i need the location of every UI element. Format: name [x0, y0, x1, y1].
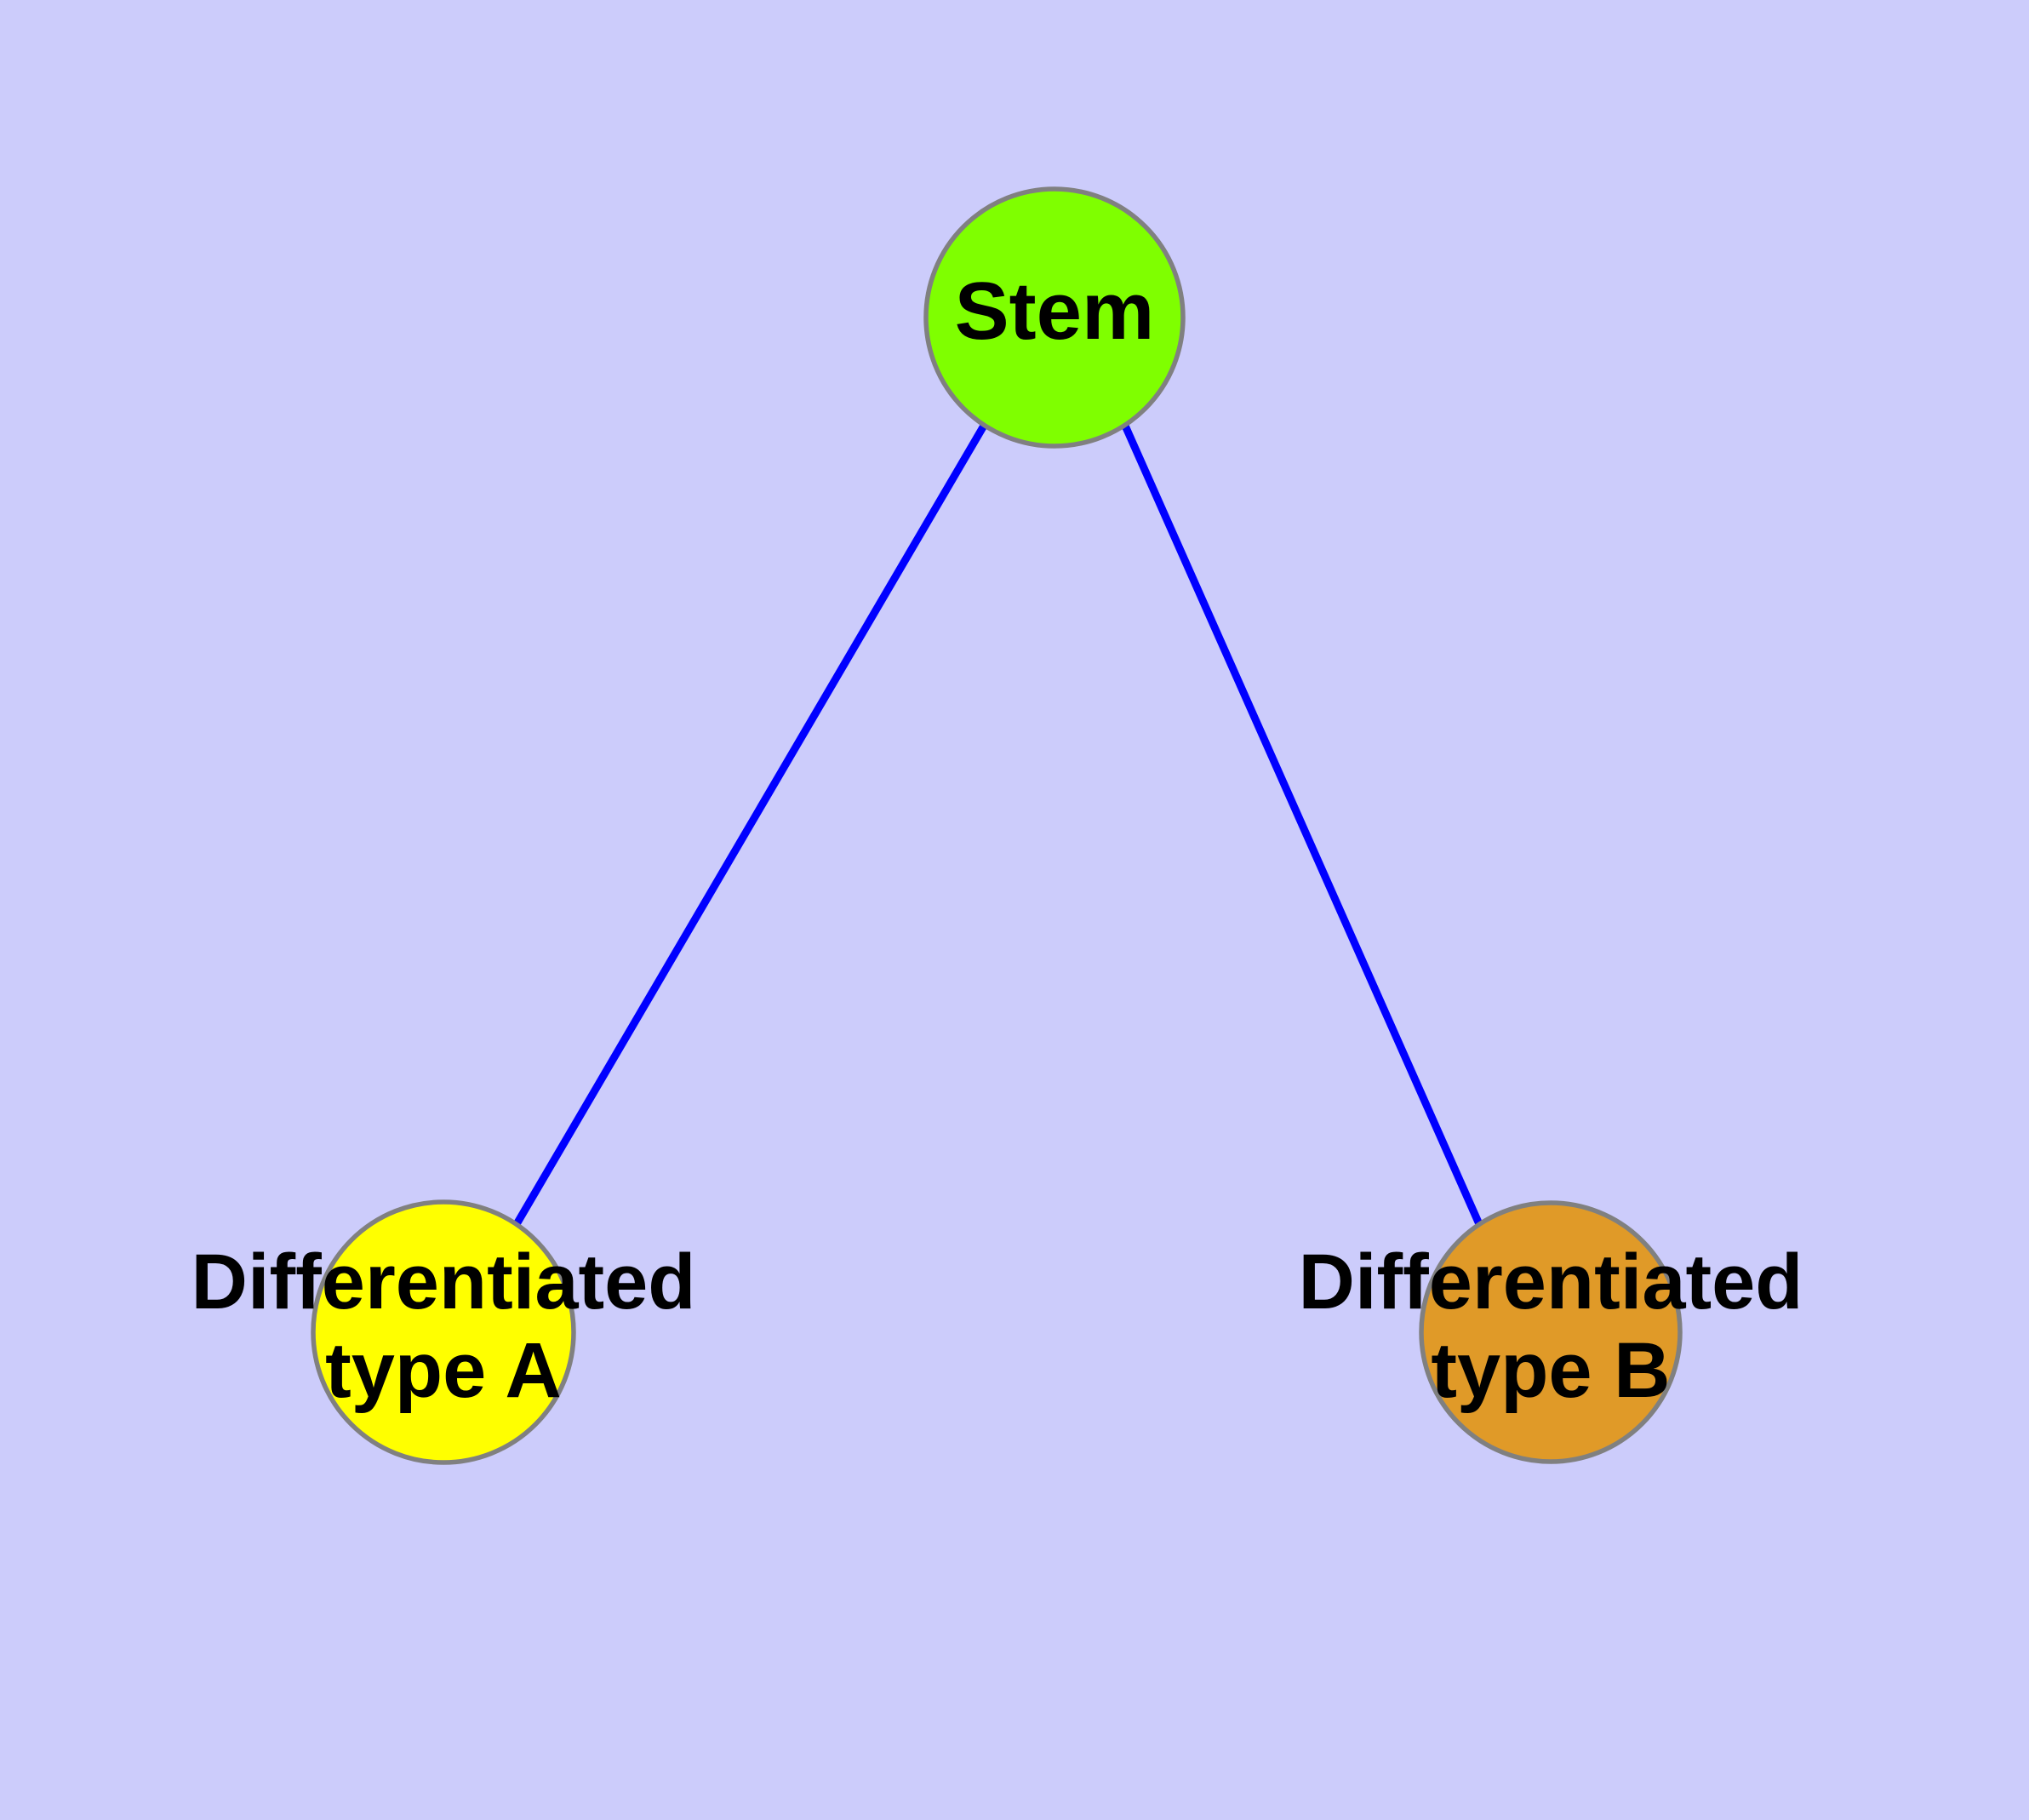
node-label-line: Stem [955, 266, 1155, 357]
edges-group [513, 423, 1483, 1227]
node-label-line: type B [1431, 1327, 1670, 1414]
node-label-line: Differentiated [191, 1239, 696, 1325]
edge-stem-diff-b[interactable] [1121, 424, 1483, 1226]
node-diff_a[interactable] [311, 1199, 576, 1465]
node-label-line: Differentiated [1299, 1239, 1803, 1325]
node-stem[interactable] [923, 186, 1186, 449]
nodes-group [311, 186, 1683, 1465]
node-label-line: type A [325, 1327, 562, 1414]
node-label-stem: Stem [955, 266, 1155, 357]
edge-stem-diff-a[interactable] [513, 423, 987, 1227]
node-diff_b[interactable] [1419, 1200, 1683, 1464]
